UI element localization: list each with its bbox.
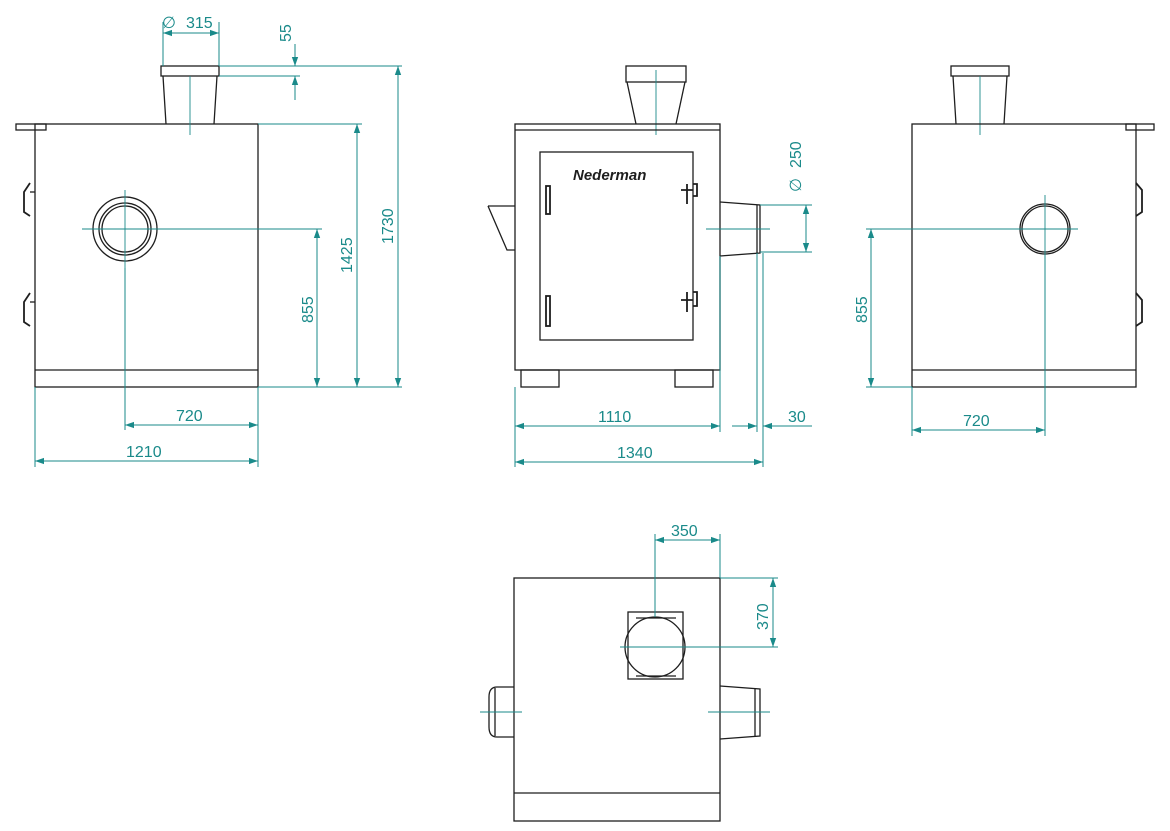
- top-cabinet-outline: [513, 577, 721, 822]
- right-latch-lower: [1135, 292, 1143, 327]
- hinge-upper: [681, 183, 698, 204]
- dim-outlet-diameter: 315: [186, 15, 213, 32]
- dim-outlet-protrusion: 30: [788, 409, 806, 426]
- dim-inlet-center-height: 855: [300, 296, 317, 323]
- dim-front-body-width: 1110: [598, 409, 631, 426]
- right-side-view: 855 720: [854, 65, 1155, 436]
- door-handle-lower: [545, 295, 551, 327]
- dim-inlet-offset: 720: [176, 408, 203, 425]
- dim-total-height: 1730: [380, 208, 397, 244]
- dim-outlet-height: 55: [278, 24, 295, 42]
- latch-handle-lower: [23, 292, 31, 327]
- top-view: 350 370: [480, 523, 778, 822]
- latch-handle-upper: [23, 182, 31, 217]
- top-flange-plate: [15, 123, 47, 131]
- outlet-collar: [160, 65, 220, 77]
- left-side-view: ∅ 315 55 1730 1425 855 720 1210: [15, 15, 402, 467]
- dim-body-height: 1425: [339, 237, 356, 273]
- dim-front-total-width: 1340: [617, 445, 653, 462]
- dim-flange-width: 350: [671, 523, 698, 540]
- outlet-pipe: [162, 75, 218, 125]
- front-cabinet-body: [514, 123, 721, 371]
- brand-logo: Nederman: [573, 167, 646, 184]
- dim-front-outlet-diameter: 250: [788, 141, 805, 168]
- front-view: Nederman ∅ 250 1110 30 1340: [487, 65, 812, 467]
- dim-flange-offset: 370: [755, 603, 772, 630]
- right-top-flange: [1125, 123, 1155, 131]
- right-cabinet-body: [911, 123, 1137, 388]
- inlet-hood: [487, 205, 515, 251]
- front-outlet-pipe: [626, 81, 686, 125]
- foot-right: [674, 369, 714, 388]
- right-latch-upper: [1135, 182, 1143, 217]
- cabinet-body: [34, 123, 259, 388]
- right-outlet-collar: [950, 65, 1010, 77]
- dim-right-inlet-offset: 720: [963, 413, 990, 430]
- dim-dia-symbol-front: ∅: [788, 178, 805, 192]
- right-outlet-pipe: [952, 75, 1008, 125]
- foot-left: [520, 369, 560, 388]
- access-door: [539, 151, 694, 341]
- hinge-lower: [681, 291, 698, 312]
- door-handle-upper: [545, 185, 551, 215]
- dim-right-inlet-center-height: 855: [854, 296, 871, 323]
- dim-width: 1210: [126, 444, 162, 461]
- dim-dia-symbol: ∅: [162, 15, 176, 32]
- top-outlet-right: [719, 685, 761, 740]
